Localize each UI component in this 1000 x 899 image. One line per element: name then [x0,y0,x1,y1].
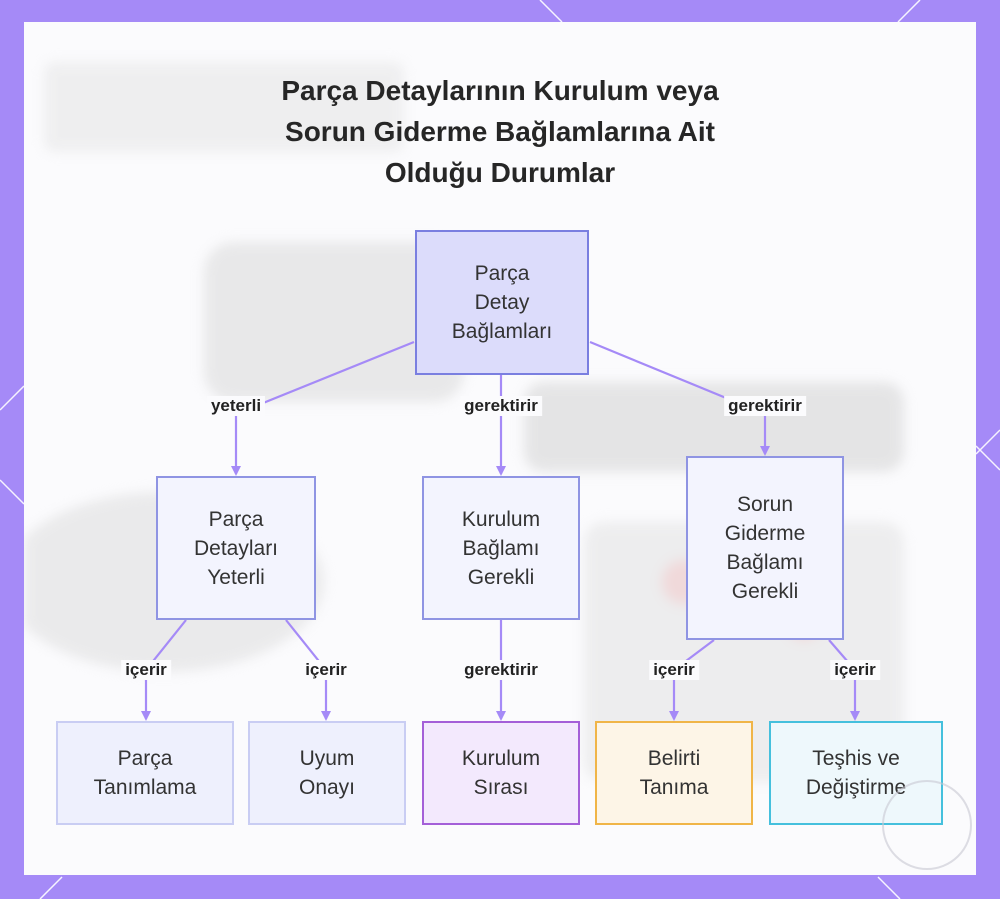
edge-label-root-install: gerektirir [460,396,542,416]
edge-label-install-sequence: gerektirir [460,660,542,680]
edge-label-sufficient-part: içerir [121,660,171,680]
diagram-title: Parça Detaylarının Kurulum veya Sorun Gi… [224,70,776,193]
diagram-card: Parça Detaylarının Kurulum veya Sorun Gi… [24,22,976,875]
watermark-logo-icon [882,780,972,870]
edge-label-trouble-symptom: içerir [649,660,699,680]
edge-label-root-troubleshoot: gerektirir [724,396,806,416]
edge-label-sufficient-compat: içerir [301,660,351,680]
edge-label-yeterli: yeterli [206,396,266,416]
title-line-3: Olduğu Durumlar [384,157,616,188]
edge-label-trouble-diagnosis: içerir [830,660,880,680]
title-line-1: Parça Detaylarının Kurulum veya [281,75,719,106]
title-line-2: Sorun Giderme Bağlamlarına Ait [285,116,715,147]
